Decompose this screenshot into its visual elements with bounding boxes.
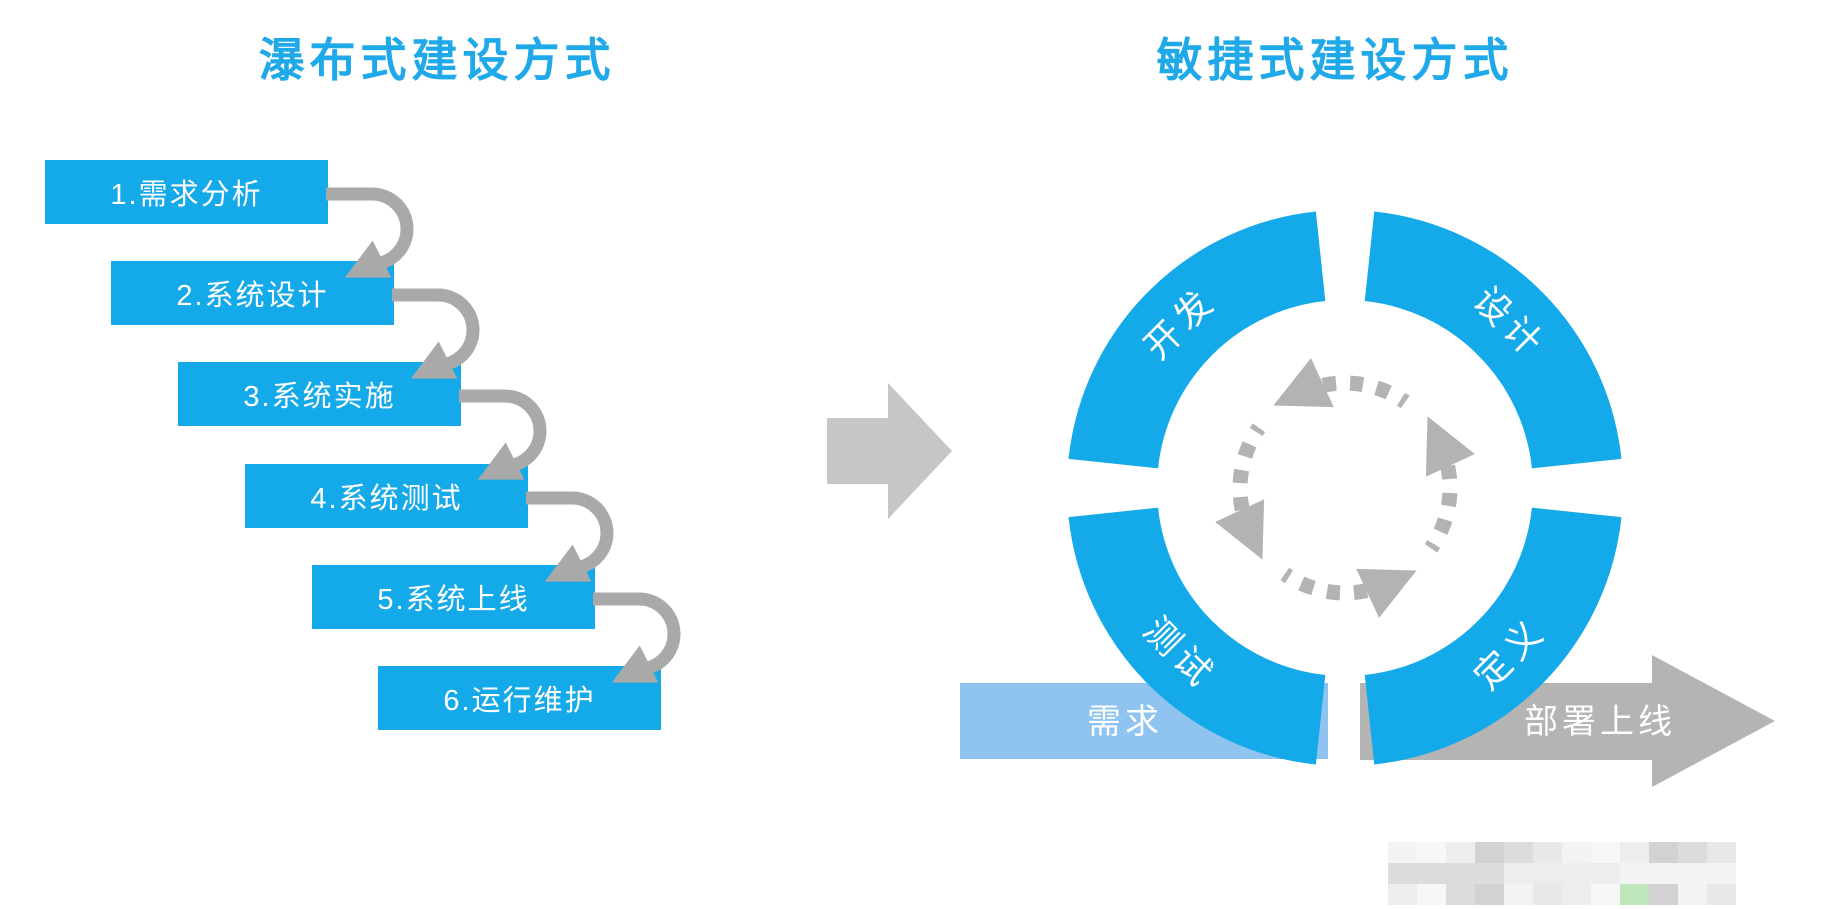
watermark-cell (1649, 863, 1678, 884)
watermark-cell (1533, 884, 1562, 905)
watermark-cell (1417, 884, 1446, 905)
deploy-arrow-icon: 部署上线 (1360, 655, 1775, 787)
waterfall-step-4: 4.系统测试 (245, 464, 528, 528)
watermark-cell (1678, 863, 1707, 884)
waterfall-step-1: 1.需求分析 (45, 160, 328, 224)
watermark-cell (1504, 842, 1533, 863)
watermark-cell (1707, 863, 1736, 884)
waterfall-step-2: 2.系统设计 (111, 261, 394, 325)
watermark-cell (1562, 842, 1591, 863)
watermark-redacted (1388, 842, 1736, 905)
connector-arrow-icon-3 (459, 389, 547, 480)
watermark-cell (1707, 842, 1736, 863)
watermark-cell (1591, 842, 1620, 863)
ring-label-test: 测试 (1136, 609, 1224, 697)
cycle-arrows-icon (1215, 358, 1475, 618)
agile-ring: 开发 设计 测试 定义 (1068, 211, 1622, 765)
waterfall-step-2-label: 2.系统设计 (176, 280, 329, 312)
requirements-label: 需求 (1087, 703, 1163, 741)
watermark-cell (1504, 863, 1533, 884)
watermark-cell (1475, 884, 1504, 905)
watermark-cell (1649, 884, 1678, 905)
watermark-cell (1417, 842, 1446, 863)
watermark-cell (1388, 863, 1417, 884)
watermark-cell (1562, 884, 1591, 905)
waterfall-step-1-label: 1.需求分析 (110, 179, 263, 211)
watermark-cell (1388, 842, 1417, 863)
watermark-cell (1707, 884, 1736, 905)
watermark-cell (1504, 884, 1533, 905)
watermark-cell (1475, 863, 1504, 884)
watermark-cell (1475, 842, 1504, 863)
waterfall-step-3: 3.系统实施 (178, 362, 461, 426)
waterfall-step-5-label: 5.系统上线 (377, 584, 530, 616)
watermark-cell (1649, 842, 1678, 863)
watermark-cell (1591, 884, 1620, 905)
waterfall-step-3-label: 3.系统实施 (243, 381, 396, 413)
waterfall-step-6-label: 6.运行维护 (443, 685, 596, 717)
watermark-cell (1533, 842, 1562, 863)
watermark-cell (1417, 863, 1446, 884)
ring-label-define: 定义 (1466, 609, 1554, 697)
watermark-cell (1620, 863, 1649, 884)
watermark-cell (1446, 842, 1475, 863)
waterfall-step-4-label: 4.系统测试 (310, 483, 463, 515)
watermark-cell (1591, 863, 1620, 884)
waterfall-step-6: 6.运行维护 (378, 666, 661, 730)
deploy-label: 部署上线 (1524, 703, 1676, 741)
watermark-cell (1678, 842, 1707, 863)
waterfall-step-5: 5.系统上线 (312, 565, 595, 629)
watermark-cell (1446, 884, 1475, 905)
ring-label-develop: 开发 (1136, 279, 1224, 367)
requirements-band: 需求 (960, 683, 1328, 759)
watermark-cell (1678, 884, 1707, 905)
ring-label-design: 设计 (1466, 279, 1554, 367)
ring-segment-develop (1068, 211, 1327, 470)
watermark-cell (1562, 863, 1591, 884)
agile-panel-title: 敏捷式建设方式 (1156, 34, 1514, 86)
ring-segment-define (1363, 506, 1622, 765)
waterfall-panel-title: 瀑布式建设方式 (258, 34, 616, 86)
transform-arrow-icon (827, 383, 952, 519)
ring-segment-design (1363, 211, 1622, 470)
watermark-cell (1533, 863, 1562, 884)
watermark-cell (1388, 884, 1417, 905)
ring-segment-test (1068, 506, 1327, 765)
watermark-cell (1620, 884, 1649, 905)
watermark-cell (1620, 842, 1649, 863)
watermark-cell (1446, 863, 1475, 884)
